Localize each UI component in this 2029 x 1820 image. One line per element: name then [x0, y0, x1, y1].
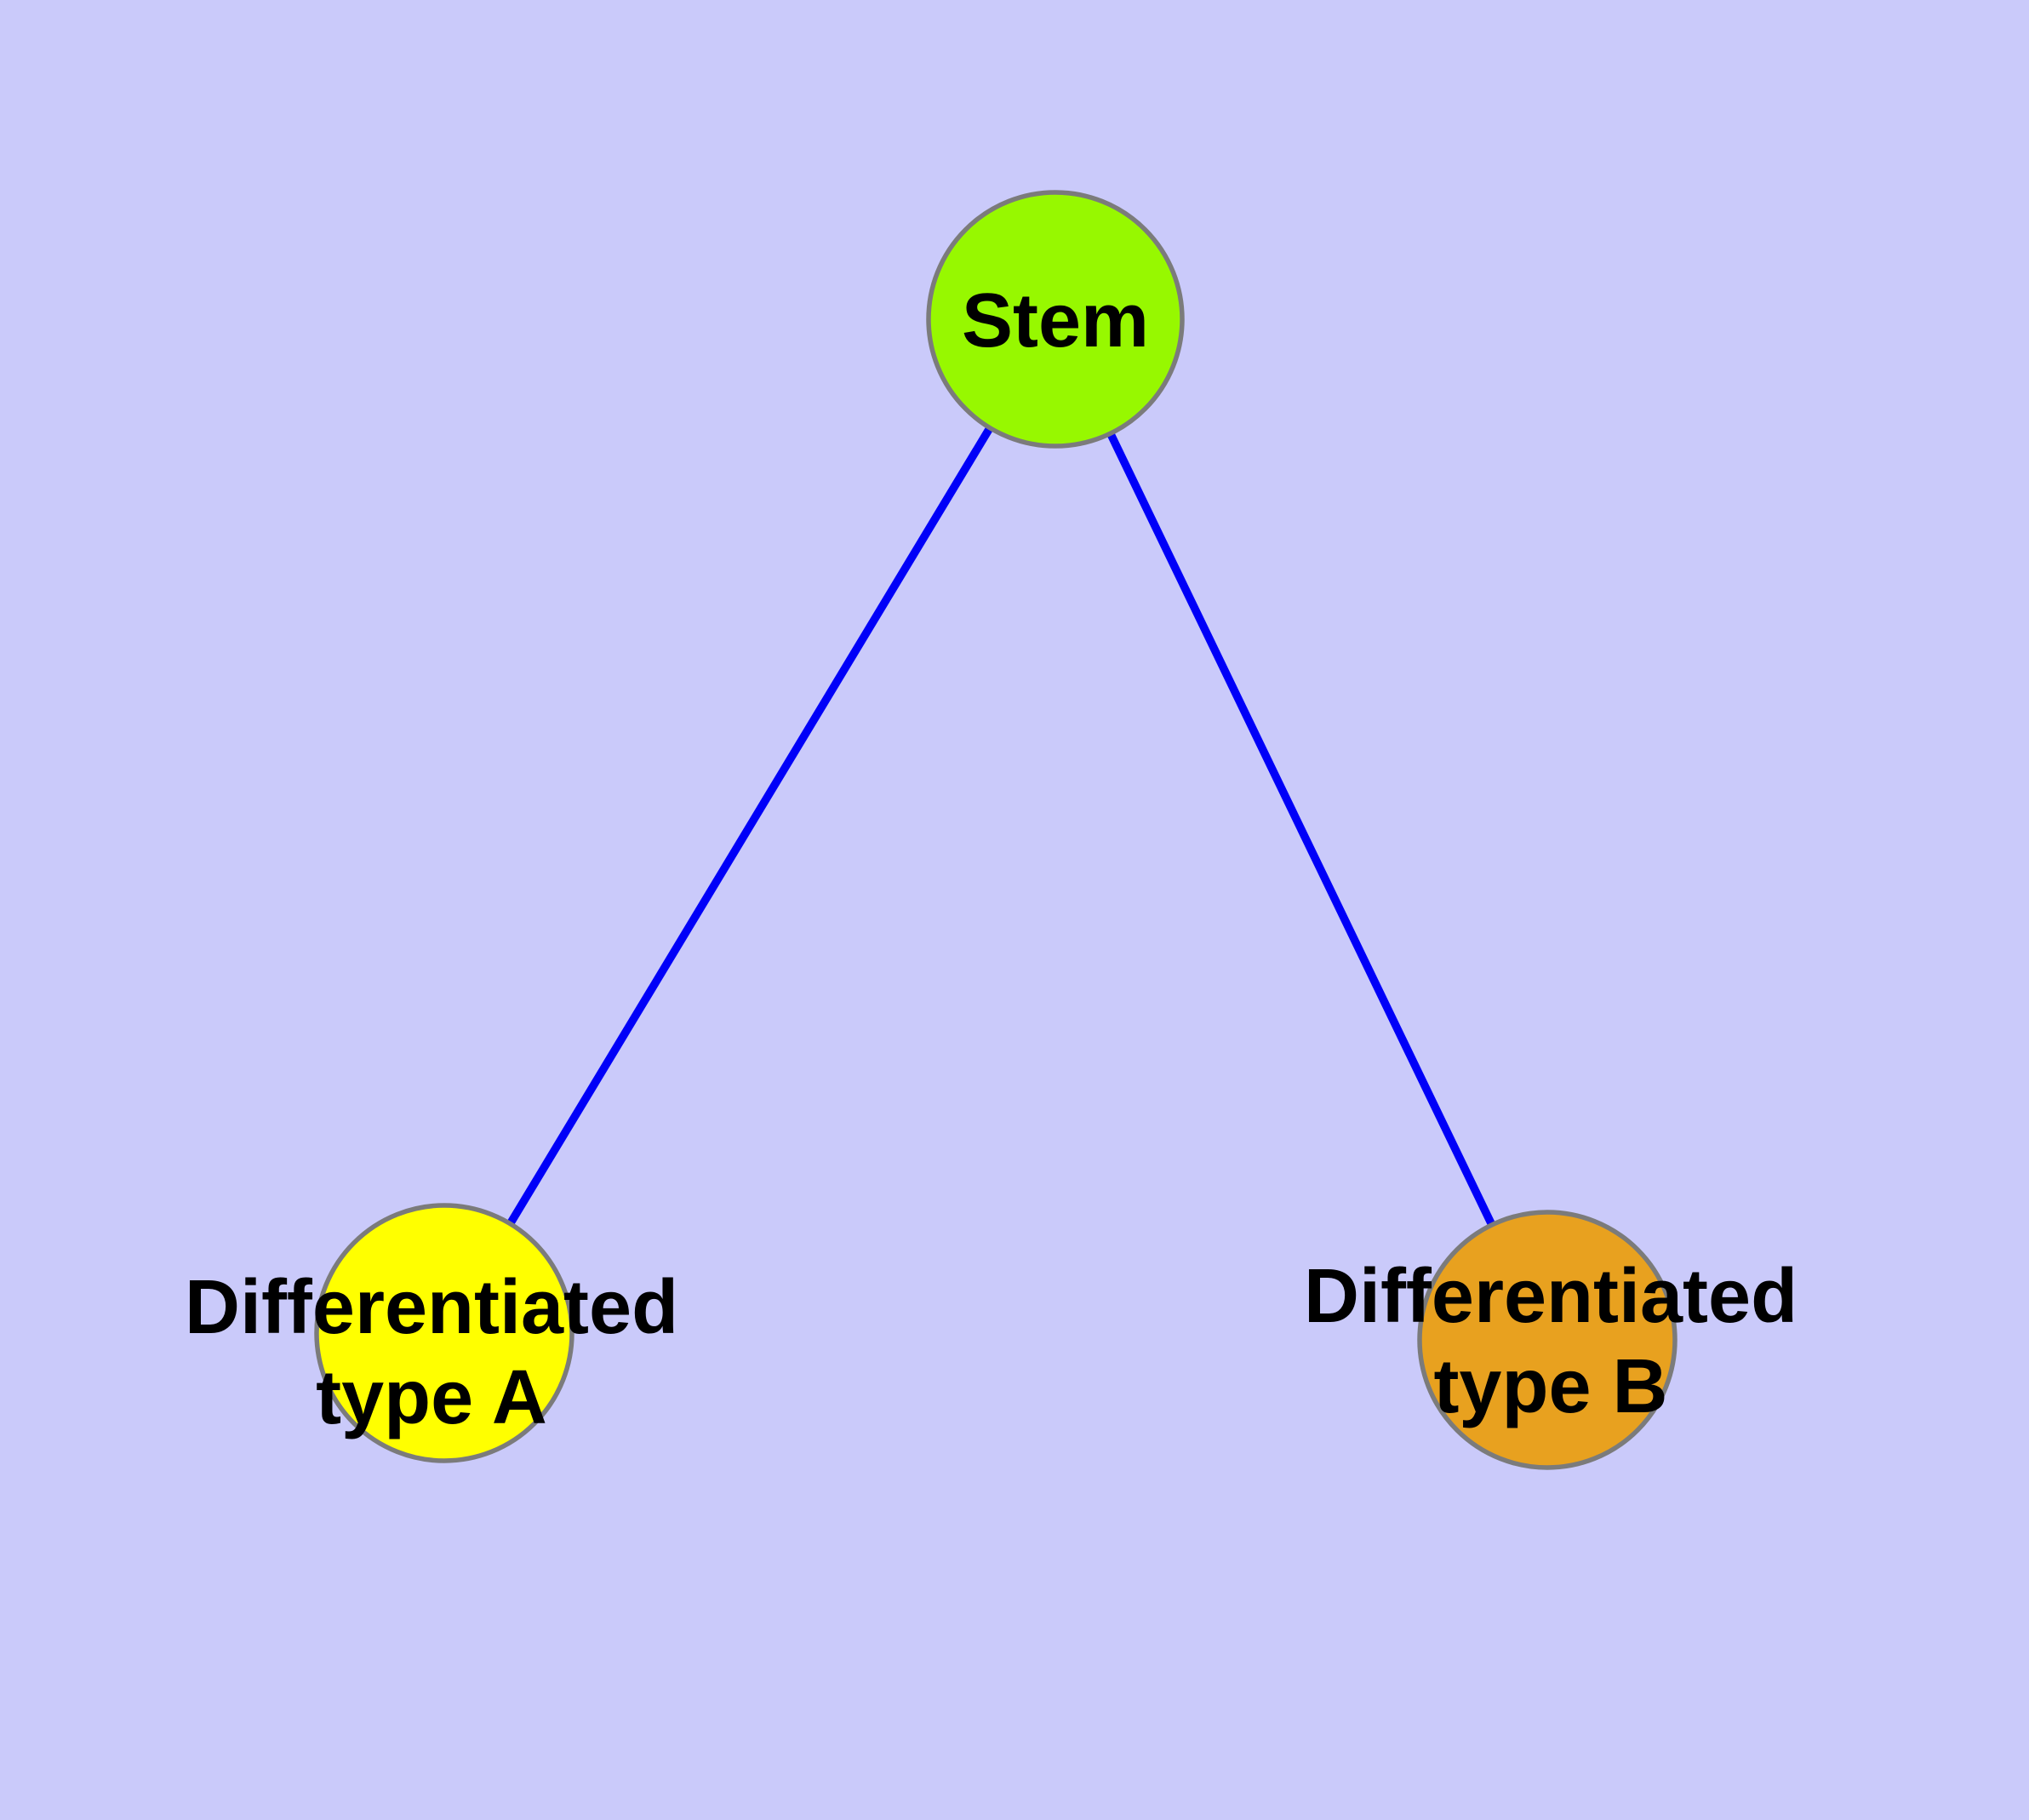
node-stem-circle[interactable] [926, 190, 1185, 449]
type-a-label-line1: Differentiated [184, 1265, 679, 1350]
stem-node-label: Stem [962, 276, 1149, 366]
node-type-b-circle[interactable] [1417, 1210, 1677, 1470]
type-b-label-line1: Differentiated [1303, 1254, 1798, 1339]
type-a-node-label: Differentiated type A [185, 1262, 678, 1443]
type-b-label-line2: type B [1433, 1344, 1668, 1429]
edge-stem-to-type-a [440, 317, 1060, 1336]
type-b-node-label: Differentiated type B [1304, 1251, 1798, 1432]
type-a-label-line2: type A [316, 1355, 547, 1440]
edge-stem-to-type-b [1051, 317, 1552, 1342]
node-type-a-circle[interactable] [314, 1203, 574, 1463]
stem-label-line1: Stem [961, 278, 1150, 363]
